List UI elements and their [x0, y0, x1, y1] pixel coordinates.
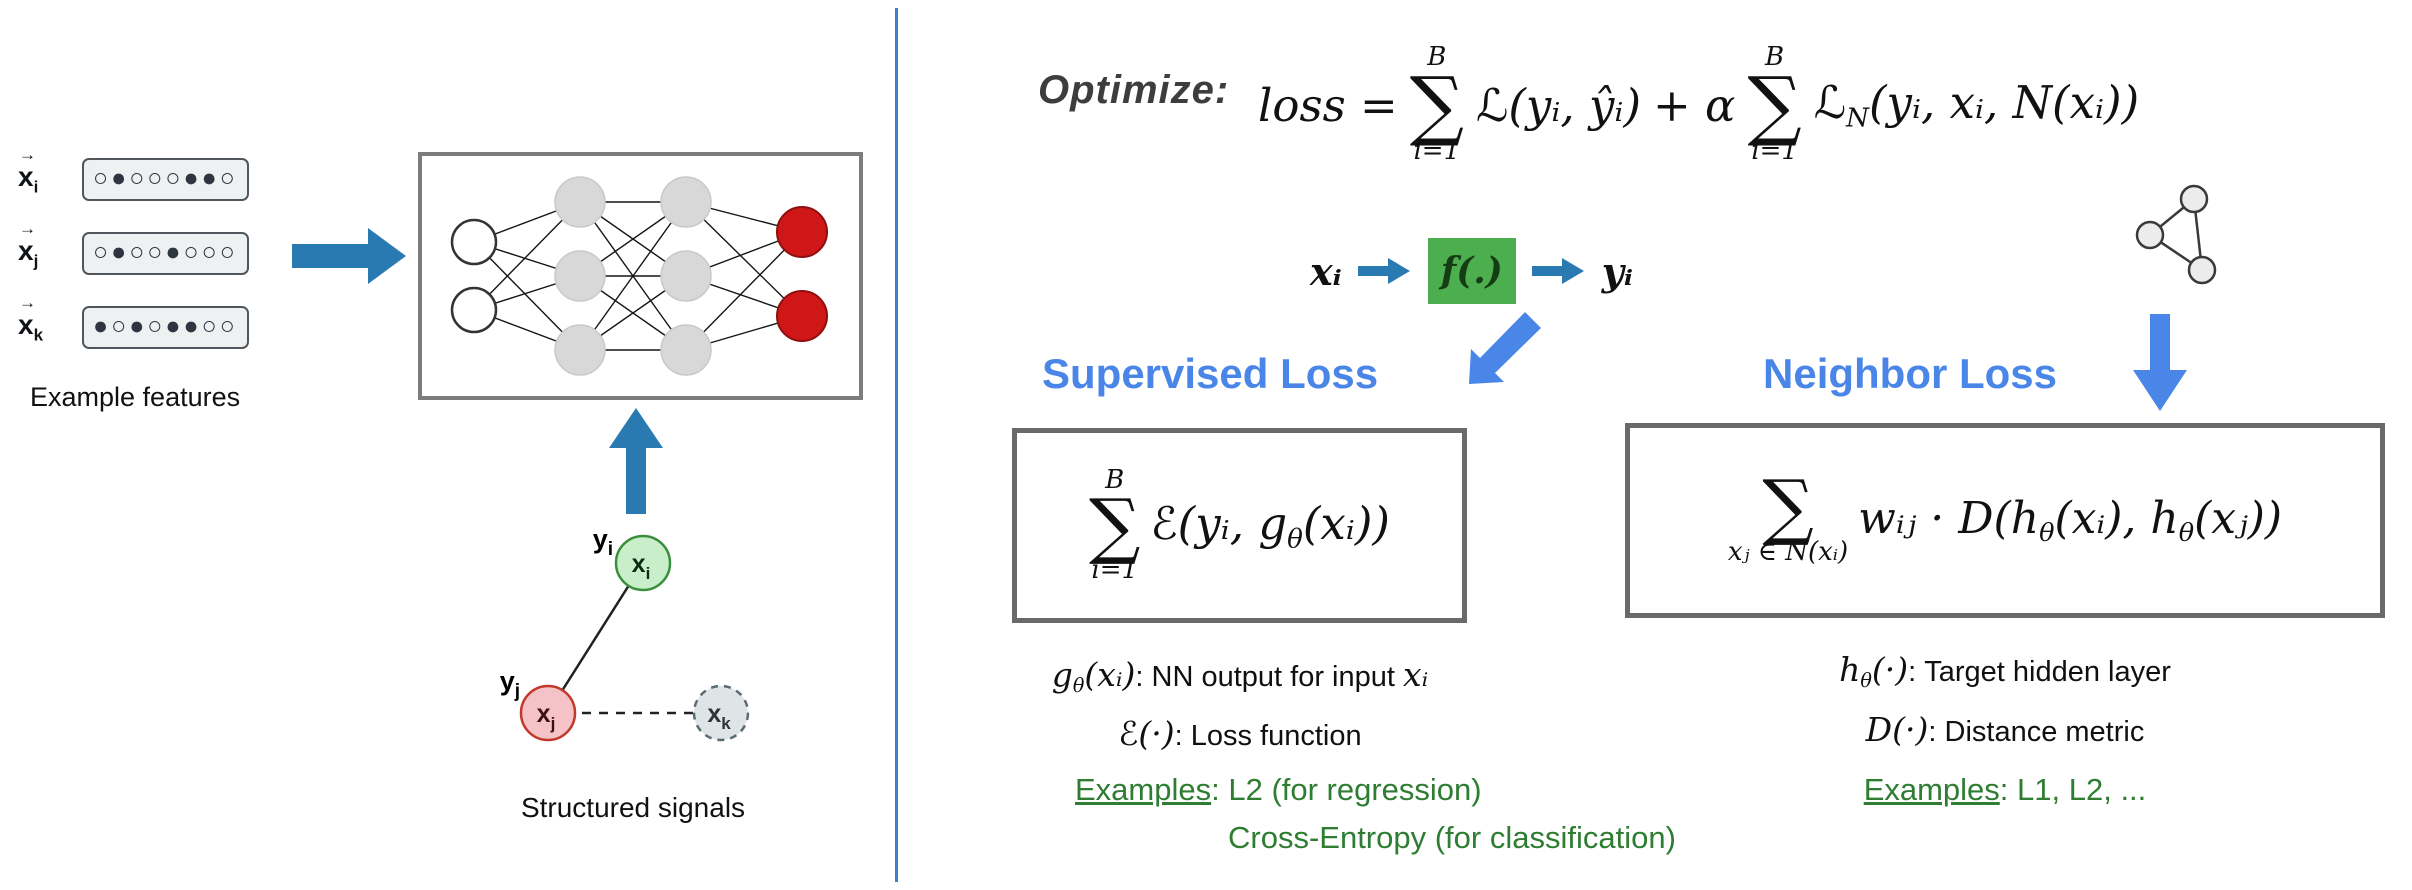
label-yj: yj — [500, 666, 520, 702]
pipeline: xᵢ f(.) yᵢ — [1310, 232, 1633, 310]
hidden-node — [554, 176, 606, 228]
pipeline-arrow-icon — [1531, 258, 1584, 284]
pipeline-arrow-icon — [1357, 258, 1410, 284]
feature-label-xj: →xj — [18, 219, 39, 271]
node-xi — [614, 534, 672, 592]
output-node — [776, 290, 828, 342]
sum-symbol: B ∑ i=1 — [1747, 42, 1802, 167]
hidden-node — [660, 250, 712, 302]
pipeline-input-label: xᵢ — [1310, 248, 1342, 294]
input-node — [450, 218, 498, 266]
neighbor-arrow-icon — [2133, 314, 2187, 411]
label-xi: xi — [632, 550, 651, 583]
supervised-term: ℒ(yᵢ, ŷᵢ) — [1475, 78, 1642, 132]
feature-vector-xk: ●○●○●●○○ — [82, 306, 249, 350]
neighbor-def-h: hθ(·): Target hidden layer — [1839, 650, 2171, 693]
hidden-node — [554, 324, 606, 376]
vector-arrow-icon: → — [19, 219, 36, 239]
feature-row-k: →xk ●○●○●●○○ — [18, 293, 249, 350]
node-xj — [519, 684, 577, 742]
supervised-examples-line2: Cross-Entropy (for classification) — [1228, 820, 1676, 855]
sum-symbol: B ∑ i=1 — [1089, 464, 1141, 586]
node-xk — [692, 684, 750, 742]
structured-signals-graph: yi yj xi xj xk — [500, 524, 750, 742]
supervised-examples-line1: Examples: L2 (for regression) — [1075, 772, 1482, 807]
features-to-network-arrow — [292, 228, 406, 284]
structured-signals-caption: Structured signals — [520, 792, 746, 823]
loss-formula: loss = B ∑ i=1 ℒ(yᵢ, ŷᵢ) + α B ∑ i=1 ℒN(… — [1258, 25, 2139, 185]
neighbor-loss-expression: wᵢⱼ · D(hθ(xᵢ), hθ(xⱼ)) — [1858, 492, 2283, 549]
supervised-loss-box: B ∑ i=1 ℰ(yᵢ, gθ(xᵢ)) — [1012, 428, 1467, 623]
feature-row-i: →xi ○●○○○●●○ — [18, 145, 249, 202]
label-xk: xk — [707, 700, 731, 733]
neural-network-diagram — [450, 176, 828, 376]
vector-arrow-icon: → — [19, 145, 36, 165]
example-features-caption: Example features — [30, 382, 241, 412]
neighbor-term: ℒN(yᵢ, xᵢ, N(xᵢ)) — [1813, 76, 2140, 134]
network-edges — [473, 201, 803, 351]
neighbor-loss-title: Neighbor Loss — [1763, 350, 2058, 397]
supervised-arrow-icon — [1469, 312, 1541, 384]
hidden-node — [660, 176, 712, 228]
vertical-divider — [895, 8, 898, 882]
neural-network-box — [418, 152, 863, 400]
label-yi: yi — [593, 524, 613, 560]
supervised-loss-title: Supervised Loss — [1042, 350, 1379, 397]
vector-arrow-icon: → — [19, 293, 36, 313]
plus-alpha: + α — [1653, 78, 1736, 132]
sum-symbol: B ∑ i=1 — [1409, 42, 1464, 167]
feature-vector-xj: ○●○○●○○○ — [82, 232, 249, 276]
sum-symbol: ∑ xⱼ ∈ N(xᵢ) — [1727, 464, 1849, 567]
label-xj: xj — [537, 700, 556, 733]
feature-vector-xi: ○●○○○●●○ — [82, 158, 249, 202]
hidden-node — [554, 250, 606, 302]
edge-xi-xj — [546, 562, 645, 714]
loss-lhs: loss = — [1258, 78, 1398, 132]
graph-icon — [2135, 184, 2217, 285]
pipeline-output-label: yᵢ — [1601, 248, 1633, 294]
neighbor-examples-line1: Examples: L1, L2, ... — [1863, 772, 2147, 807]
feature-label-xk: →xk — [18, 293, 44, 345]
supervised-def-e: ℰ(·): Loss function — [1118, 714, 1362, 753]
f-function-box: f(.) — [1427, 238, 1516, 304]
neighbor-loss-box: ∑ xⱼ ∈ N(xᵢ) wᵢⱼ · D(hθ(xᵢ), hθ(xⱼ)) — [1625, 423, 2385, 618]
feature-row-j: →xj ○●○○●○○○ — [18, 219, 249, 276]
input-node — [450, 286, 498, 334]
output-node — [776, 206, 828, 258]
feature-label-xi: →xi — [18, 145, 39, 197]
hidden-node — [660, 324, 712, 376]
supervised-loss-expression: ℰ(yᵢ, gθ(xᵢ)) — [1150, 496, 1390, 555]
structured-to-network-arrow — [609, 408, 663, 514]
neighbor-def-d: D(·): Distance metric — [1865, 710, 2145, 749]
supervised-def-g: gθ(xᵢ): NN output for input xᵢ — [1051, 655, 1429, 698]
optimize-label: Optimize: — [1038, 68, 1230, 112]
